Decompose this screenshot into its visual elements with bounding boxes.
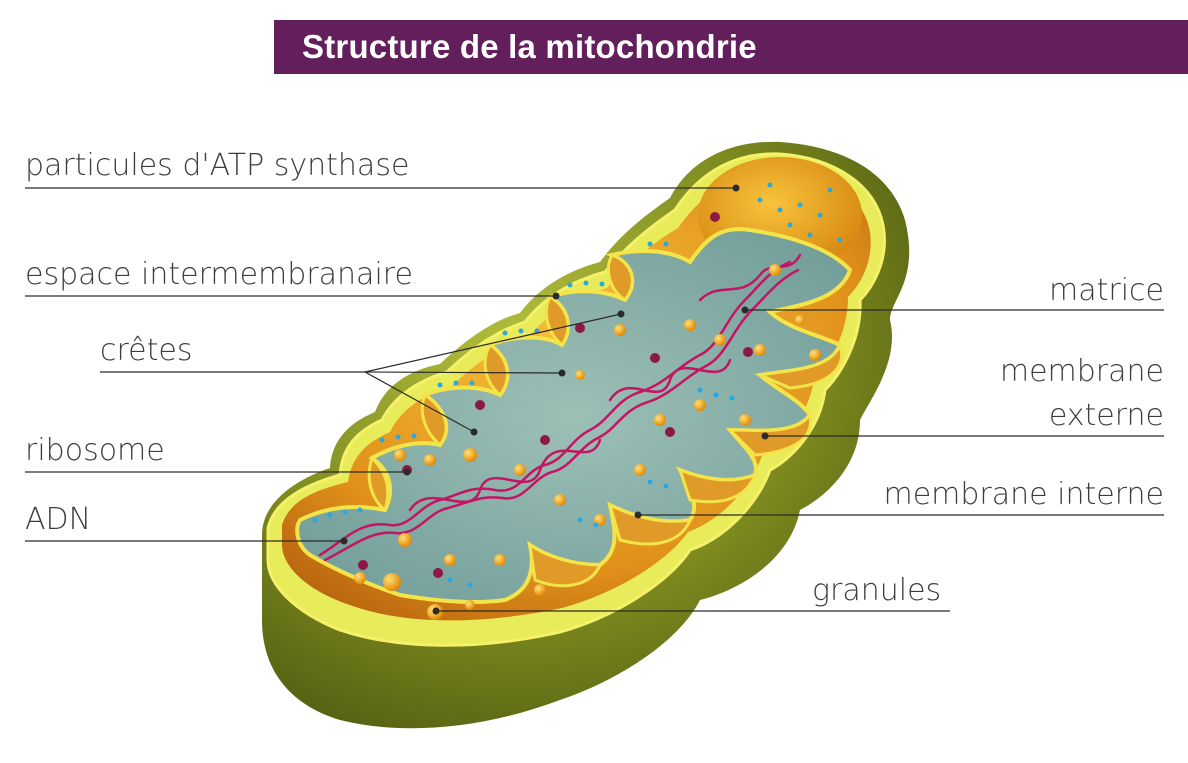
label-matrix: matrice (1049, 273, 1164, 308)
granules-dots (354, 264, 821, 620)
ribosome-dots (358, 212, 753, 578)
label-outer-membrane-line2: externe (1048, 398, 1164, 433)
leader-lines (25, 187, 1164, 612)
label-granules: granules (812, 573, 942, 608)
label-dna: ADN (25, 502, 92, 537)
title-bar: Structure de la mitochondrie (274, 20, 1188, 74)
label-ribosome: ribosome (25, 433, 165, 468)
label-atp-synthase: particules d'ATP synthase (25, 148, 410, 183)
label-intermembrane-space: espace intermembranaire (25, 257, 413, 292)
diagram-title: Structure de la mitochondrie (302, 28, 757, 65)
label-inner-membrane: membrane interne (883, 477, 1164, 512)
leader-cristae-c (364, 371, 475, 433)
label-outer-membrane-line1: membrane (999, 354, 1164, 389)
label-cristae: crêtes (100, 333, 193, 368)
leader-cristae-b (364, 371, 563, 374)
leader-endpoints (340, 184, 769, 615)
cristae-folds (367, 253, 843, 588)
